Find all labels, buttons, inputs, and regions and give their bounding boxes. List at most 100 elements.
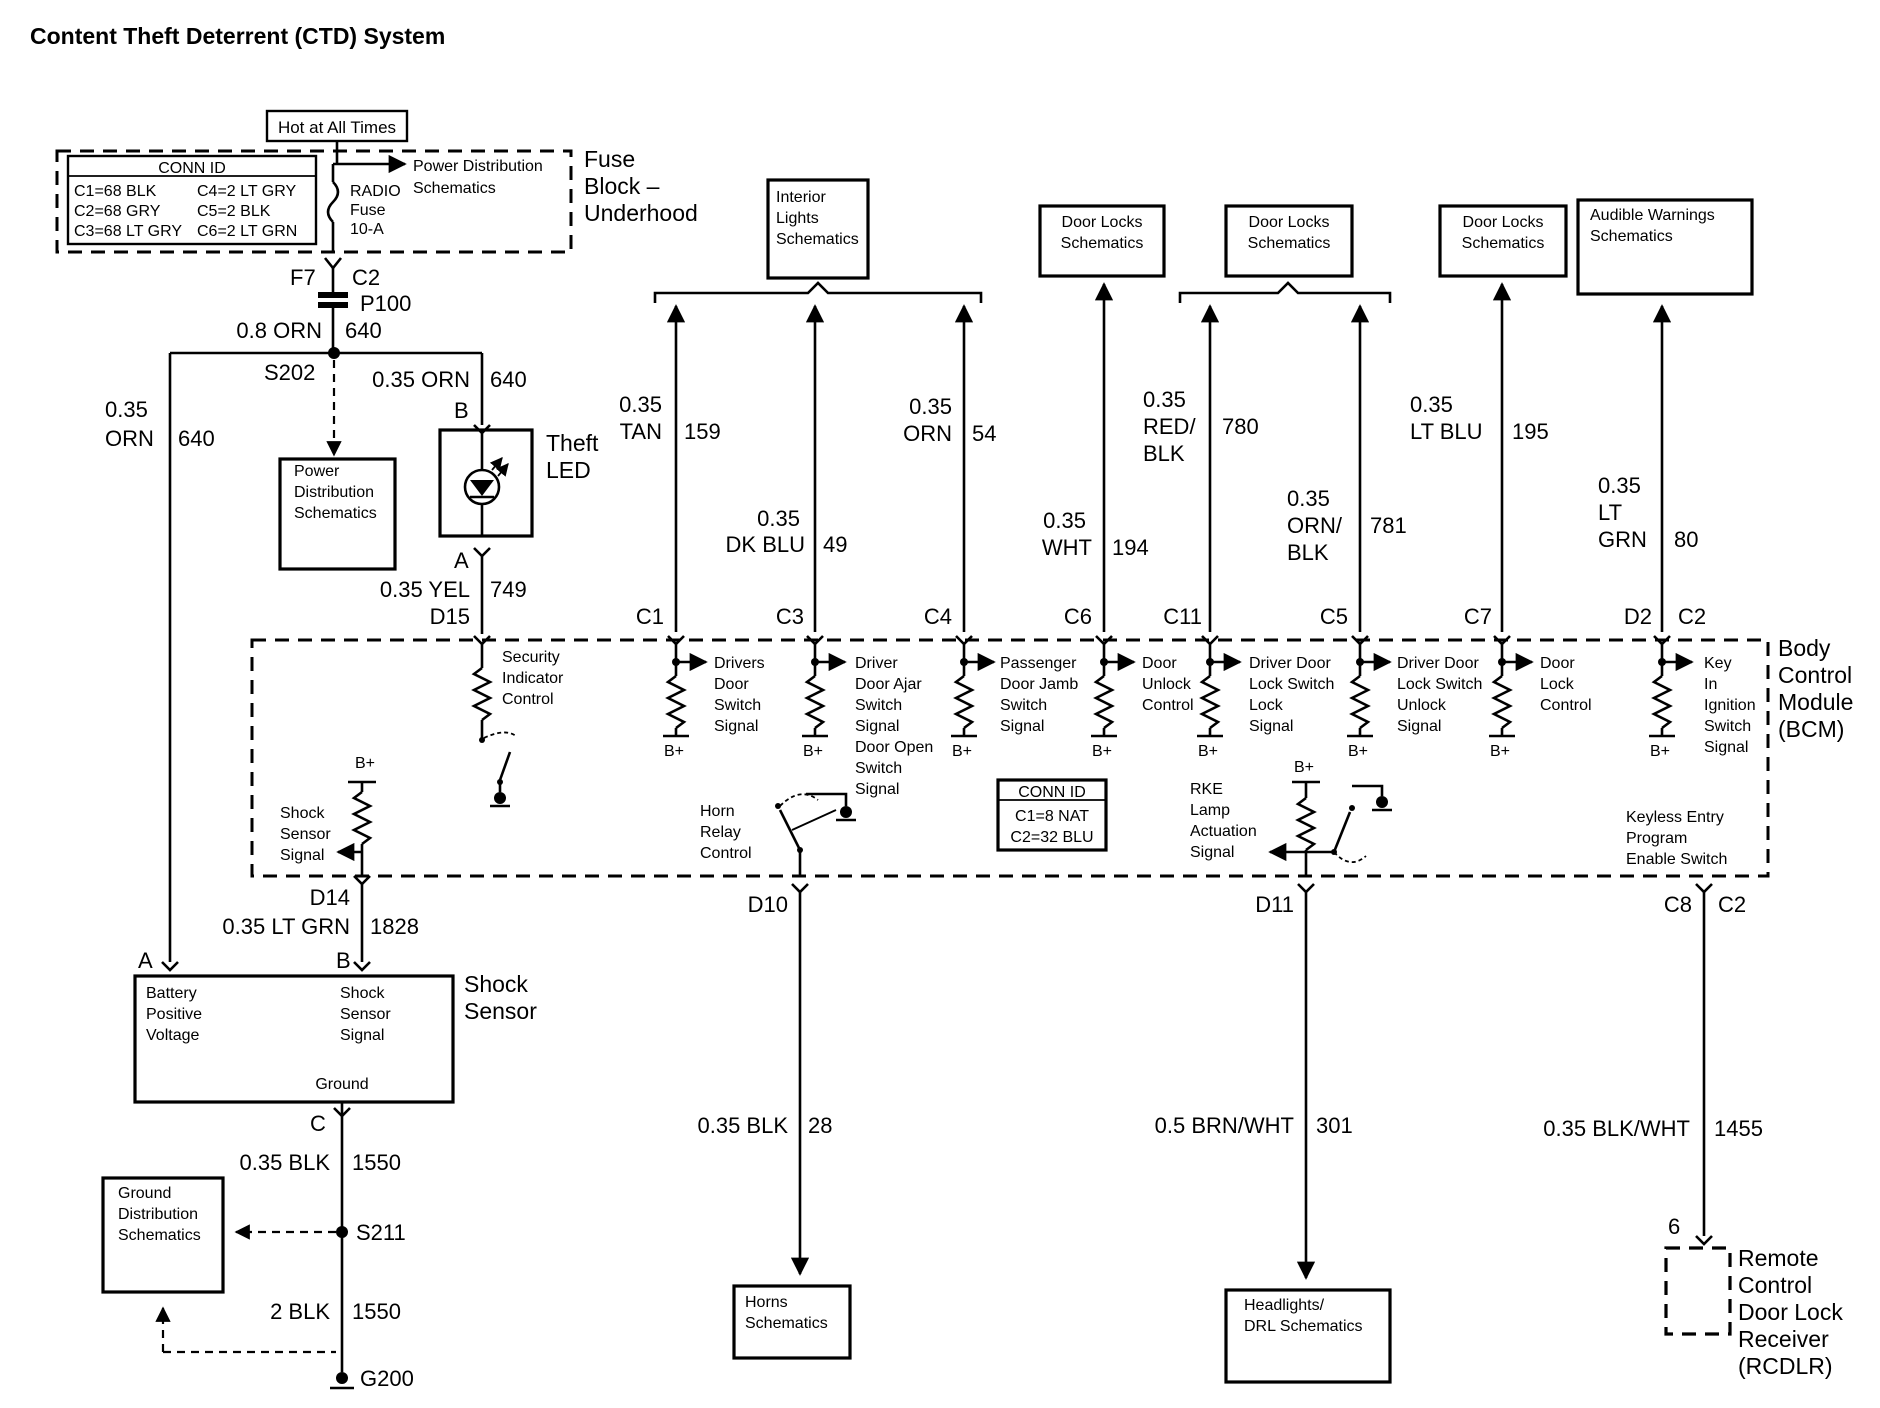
svg-text:Signal: Signal [1000, 718, 1044, 735]
resistor-icon [471, 666, 493, 722]
rcdlr-pin-6: 6 [1668, 1214, 1680, 1239]
svg-text:Block –: Block – [584, 173, 660, 199]
svg-text:10-A: 10-A [350, 221, 384, 238]
theft-led-pin-b: B [454, 398, 469, 423]
pin-d11: D11 [1255, 892, 1294, 917]
pull-up-input-circuit: B+ [1091, 644, 1136, 760]
pin-c5: C5 [1320, 604, 1348, 629]
svg-text:159: 159 [684, 419, 721, 444]
rcdlr-module: 6 Remote Control Door Lock Receiver (RCD… [1664, 1214, 1843, 1379]
svg-text:0.5 BRN/WHT: 0.5 BRN/WHT [1155, 1113, 1294, 1138]
svg-text:Positive: Positive [146, 1006, 202, 1023]
svg-text:0.35: 0.35 [757, 506, 800, 531]
horn-relay-switch-icon [778, 809, 802, 851]
svg-text:(BCM): (BCM) [1778, 716, 1844, 742]
svg-text:Distribution: Distribution [118, 1206, 198, 1223]
resistor-icon [953, 674, 975, 730]
pin-d2: D2 [1624, 604, 1652, 629]
conn-row: C1=68 BLK [74, 183, 157, 200]
svg-text:1550: 1550 [352, 1150, 401, 1175]
conn-row: C4=2 LT GRY [197, 183, 296, 200]
svg-text:GRN: GRN [1598, 527, 1647, 552]
svg-text:1828: 1828 [370, 914, 419, 939]
door-lock-control-label: Door [1540, 655, 1575, 672]
pull-up-input-circuit: B+ [802, 644, 847, 760]
pull-up-input-circuit: B+ [951, 644, 996, 760]
svg-text:In: In [1704, 676, 1717, 693]
svg-text:Signal: Signal [1249, 718, 1293, 735]
svg-text:749: 749 [490, 577, 527, 602]
svg-text:Door Open: Door Open [855, 739, 933, 756]
resistor-icon [1199, 674, 1221, 730]
pin-c3: C3 [776, 604, 804, 629]
shock-pin-c: C [310, 1111, 326, 1136]
p100-connector-icon [318, 292, 348, 298]
svg-text:Schematics: Schematics [413, 180, 496, 197]
svg-text:0.35 YEL: 0.35 YEL [380, 577, 470, 602]
svg-text:Signal: Signal [855, 718, 899, 735]
ground-g200-icon [336, 1372, 348, 1384]
svg-text:G200: G200 [360, 1366, 414, 1391]
resistor-icon [1651, 674, 1673, 730]
svg-text:781: 781 [1370, 513, 1407, 538]
svg-text:80: 80 [1674, 527, 1698, 552]
audible-warnings-box: Audible Warnings [1590, 207, 1715, 224]
pull-up-input-circuit: B+ [1489, 644, 1534, 760]
svg-text:Sensor: Sensor [340, 1006, 391, 1023]
conn-id-title: CONN ID [158, 160, 226, 177]
svg-text:0.35: 0.35 [1143, 387, 1186, 412]
bottom-schematic-boxes: Horns Schematics Headlights/ DRL Schemat… [732, 1284, 1392, 1384]
bcm-conn-id-title: CONN ID [1018, 784, 1086, 801]
security-indicator-label: Security [502, 649, 560, 666]
pull-up-input-circuit: B+ [1197, 644, 1242, 760]
svg-text:194: 194 [1112, 535, 1149, 560]
svg-text:Schematics: Schematics [118, 1227, 201, 1244]
svg-text:Door: Door [714, 676, 749, 693]
svg-text:Switch: Switch [855, 697, 902, 714]
svg-text:780: 780 [1222, 414, 1259, 439]
svg-text:ORN/: ORN/ [1287, 513, 1343, 538]
drivers-door-switch-label: Drivers [714, 655, 765, 672]
b-plus-label: B+ [1198, 743, 1218, 760]
svg-text:Lamp: Lamp [1190, 802, 1230, 819]
pin-c11: C11 [1163, 604, 1202, 629]
b-plus-label: B+ [803, 743, 823, 760]
power-distribution-link: Power Distribution [413, 158, 543, 175]
svg-text:S202: S202 [264, 360, 315, 385]
svg-text:301: 301 [1316, 1113, 1353, 1138]
pull-up-input-circuit: B+ [663, 644, 708, 760]
svg-text:Remote: Remote [1738, 1245, 1819, 1271]
svg-text:49: 49 [823, 532, 847, 557]
rke-lamp-label: RKE [1190, 781, 1223, 798]
svg-text:BLK: BLK [1143, 441, 1185, 466]
bcm-b-plus: B+ [355, 755, 375, 772]
svg-text:Switch: Switch [714, 697, 761, 714]
svg-text:Sensor: Sensor [280, 826, 331, 843]
hot-at-all-times-label: Hot at All Times [278, 118, 396, 137]
bcm-label: Body [1778, 635, 1831, 661]
door-locks-box-3: Door Locks [1463, 214, 1544, 231]
svg-text:Lock Switch: Lock Switch [1249, 676, 1334, 693]
svg-text:RED/: RED/ [1143, 414, 1196, 439]
conn-row: C5=2 BLK [197, 203, 271, 220]
b-plus-label: B+ [1650, 743, 1670, 760]
svg-text:0.35: 0.35 [619, 392, 662, 417]
b-plus-label: B+ [1092, 743, 1112, 760]
pin-d10: D10 [748, 892, 788, 917]
svg-text:Ground: Ground [315, 1076, 368, 1093]
bottom-wires: D14 0.35 LT GRN 1828 D10 0.35 BLK 28 D11… [222, 875, 1763, 1280]
top-wires: 0.35 TAN 159 C1 0.35 DK BLU 49 C3 0.35 O… [619, 282, 1706, 632]
driver-lock-switch-unlock-label: Driver Door [1397, 655, 1479, 672]
body-control-module: Body Control Module (BCM) Security Indic… [250, 635, 1853, 878]
pull-up-input-circuit: B+ [1347, 644, 1392, 760]
svg-text:Signal: Signal [1397, 718, 1441, 735]
svg-text:TAN: TAN [620, 419, 662, 444]
svg-text:Schematics: Schematics [1462, 235, 1545, 252]
svg-text:Voltage: Voltage [146, 1027, 199, 1044]
wire-gauge: 0.8 ORN [236, 318, 322, 343]
fuse-block: Hot at All Times CONN ID C1=68 BLK C4=2 … [55, 109, 698, 352]
interior-lights-box: Interior [776, 189, 826, 206]
svg-text:Enable Switch: Enable Switch [1626, 851, 1727, 868]
driver-lock-switch-lock-label: Driver Door [1249, 655, 1331, 672]
shock-sensor-signal-label: Shock [280, 805, 325, 822]
